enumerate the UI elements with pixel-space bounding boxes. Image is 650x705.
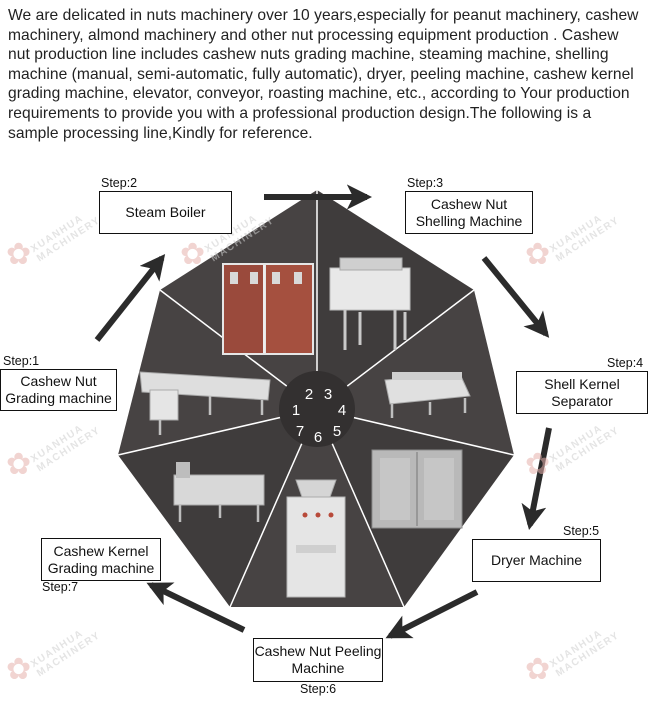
step-1-box: Cashew Nut Grading machine <box>0 369 117 411</box>
machine-dryer-image <box>372 450 462 528</box>
step-5-box: Dryer Machine <box>472 539 601 582</box>
step-7-label: Step:7 <box>42 580 78 594</box>
step-4-label: Step:4 <box>607 356 643 370</box>
flower-logo-icon: ✿ <box>6 655 31 685</box>
step-4-box: Shell Kernel Separator <box>516 371 648 414</box>
step-2-box: Steam Boiler <box>99 191 232 234</box>
flower-logo-icon: ✿ <box>525 655 550 685</box>
step-3-box: Cashew Nut Shelling Machine <box>405 191 533 234</box>
center-number-3: 3 <box>324 386 332 403</box>
step-3-label: Step:3 <box>407 176 443 190</box>
step-2-text: Steam Boiler <box>125 204 205 221</box>
step-5-text: Dryer Machine <box>491 552 582 569</box>
step-5-label: Step:5 <box>563 524 599 538</box>
step-6-text: Cashew Nut Peeling Machine <box>254 643 382 677</box>
center-number-4: 4 <box>338 402 346 419</box>
step-6-box: Cashew Nut Peeling Machine <box>253 638 383 682</box>
step-1-text: Cashew Nut Grading machine <box>1 373 116 407</box>
center-number-7: 7 <box>296 423 304 440</box>
step-2-label: Step:2 <box>101 176 137 190</box>
step-7-box: Cashew Kernel Grading machine <box>41 538 161 581</box>
center-number-1: 1 <box>292 402 300 419</box>
center-number-2: 2 <box>305 386 313 403</box>
step-7-text: Cashew Kernel Grading machine <box>42 543 160 577</box>
step-4-text: Shell Kernel Separator <box>517 376 647 410</box>
machine-steam-boiler-image <box>222 263 314 355</box>
step-1-label: Step:1 <box>3 354 39 368</box>
flower-logo-icon: ✿ <box>525 450 550 480</box>
flower-logo-icon: ✿ <box>525 240 550 270</box>
center-number-6: 6 <box>314 429 322 446</box>
step-3-text: Cashew Nut Shelling Machine <box>406 196 532 230</box>
machine-peeling-image <box>287 480 345 597</box>
flower-logo-icon: ✿ <box>6 450 31 480</box>
step-6-label: Step:6 <box>300 682 336 696</box>
center-number-5: 5 <box>333 423 341 440</box>
flower-logo-icon: ✿ <box>6 240 31 270</box>
flower-logo-icon: ✿ <box>180 240 205 270</box>
